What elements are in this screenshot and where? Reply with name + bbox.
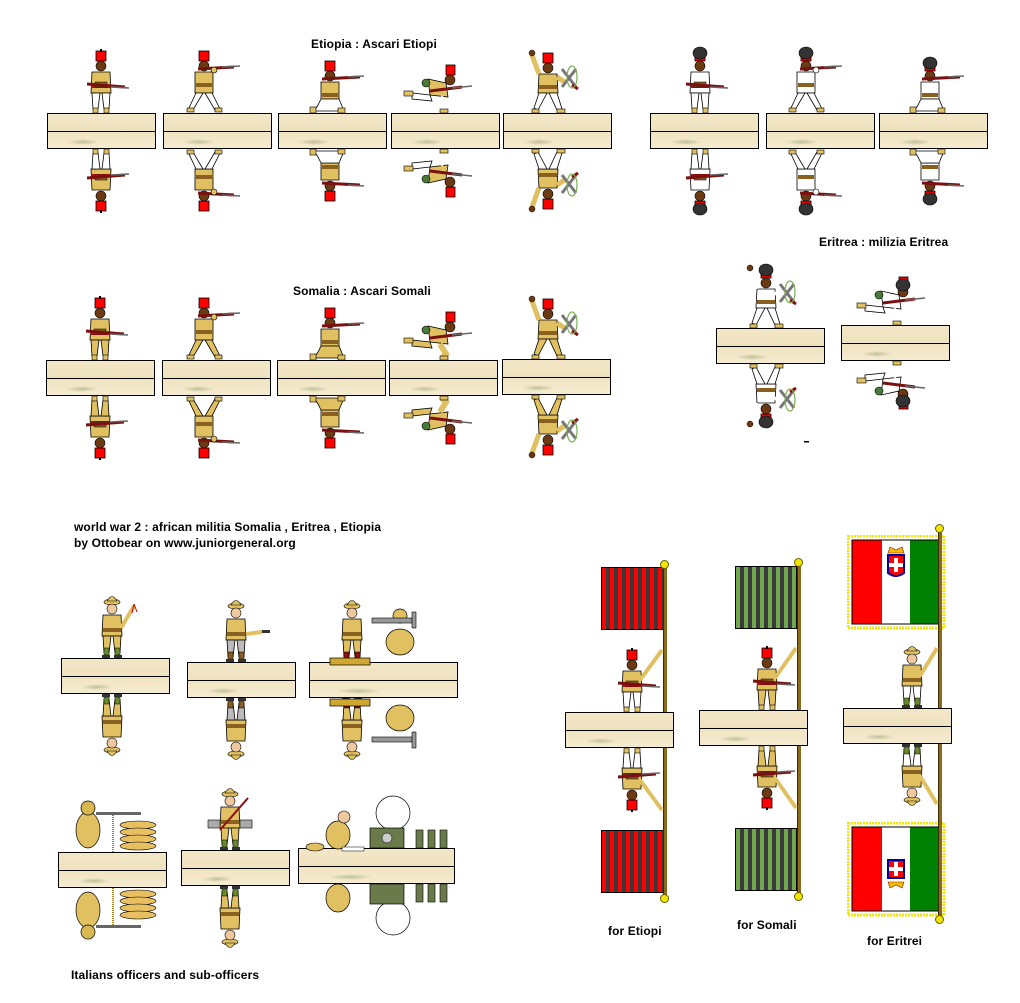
figure-base xyxy=(843,708,952,744)
italians-section-label: Italians officers and sub-officers xyxy=(71,968,260,982)
flag-caption-eritrei: for Eritrei xyxy=(867,934,923,948)
figure-base xyxy=(503,113,612,149)
etiopia-section-label: Etiopia : Ascari Etiopi xyxy=(311,37,437,51)
figure-base xyxy=(879,113,988,149)
flag-finial xyxy=(660,560,669,569)
figure-base xyxy=(391,113,500,149)
flag-finial xyxy=(660,894,669,903)
eritrea-miliziani xyxy=(684,46,966,443)
figure-base xyxy=(716,328,825,364)
page-credit: by Ottobear on www.juniorgeneral.org xyxy=(74,536,296,550)
figure-base xyxy=(277,360,386,396)
flag-caption-somali: for Somali xyxy=(737,918,797,932)
figure-base xyxy=(187,662,296,698)
flag-etiopi-top xyxy=(601,567,664,630)
figure-base xyxy=(841,325,950,361)
eritrea-section-label: Eritrea : milizia Eritrea xyxy=(819,235,949,249)
figure-base xyxy=(298,848,455,884)
figure-base xyxy=(46,360,155,396)
figure-base xyxy=(58,852,167,888)
flag-somali-bottom xyxy=(735,828,797,891)
flag-eritrei-top xyxy=(847,535,946,630)
flag-finial xyxy=(935,915,944,924)
figure-base xyxy=(309,662,458,698)
figure-base xyxy=(565,712,674,748)
figure-base xyxy=(699,710,808,746)
figure-base xyxy=(61,658,170,694)
flag-etiopi-bottom xyxy=(601,830,664,893)
figure-base xyxy=(162,360,271,396)
flag-finial xyxy=(794,558,803,567)
figure-base xyxy=(389,360,498,396)
flag-eritrei-bottom xyxy=(847,822,946,917)
somalia-section-label: Somalia : Ascari Somali xyxy=(293,284,431,298)
flag-somali-top xyxy=(735,566,797,629)
figure-base xyxy=(163,113,272,149)
figure-base xyxy=(181,850,290,886)
figure-base xyxy=(502,359,611,395)
figure-base xyxy=(650,113,759,149)
figure-base xyxy=(766,113,875,149)
flag-caption-etiopi: for Etiopi xyxy=(608,924,662,938)
flag-finial xyxy=(935,524,944,533)
figure-base xyxy=(278,113,387,149)
flag-finial xyxy=(794,892,803,901)
figure-base xyxy=(47,113,156,149)
page-title: world war 2 : african militia Somalia , … xyxy=(74,520,382,534)
